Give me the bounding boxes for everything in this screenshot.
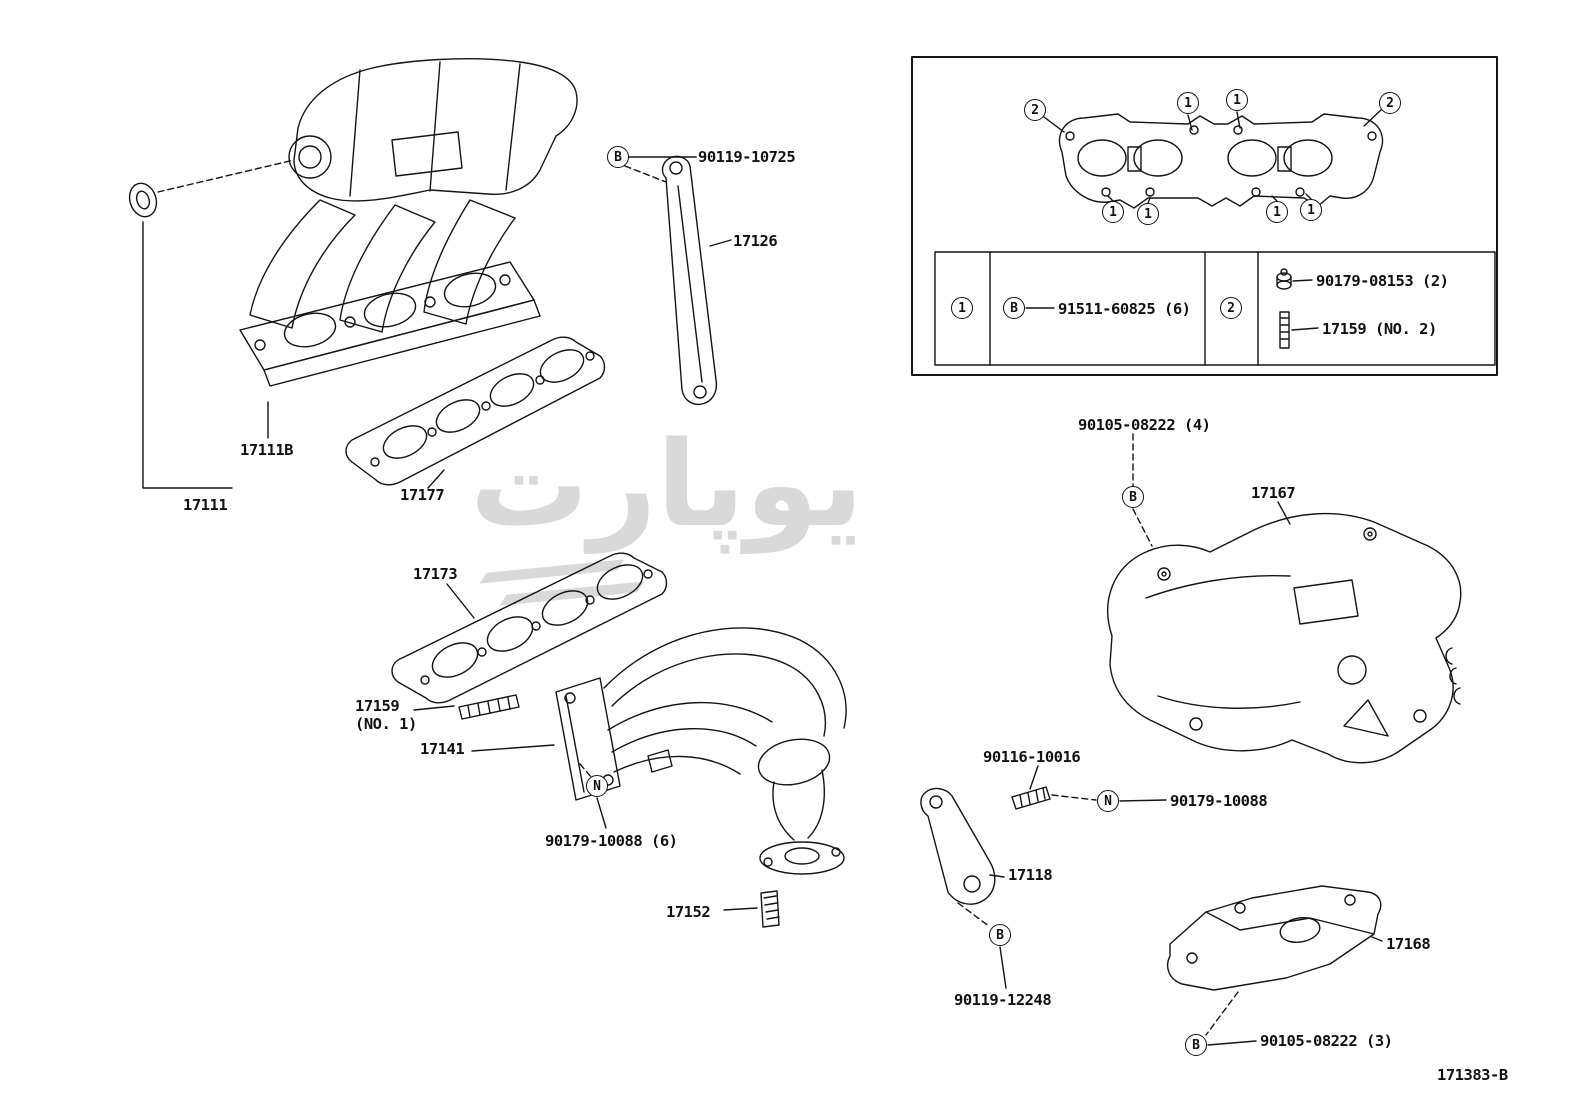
callout-1-icon: 1: [1177, 92, 1199, 114]
part-label-17168: 17168: [1386, 935, 1431, 953]
leader-lines-dashed: [157, 159, 1239, 1036]
callout-1-icon: 1: [1266, 201, 1288, 223]
callout-1-icon: 1: [1300, 199, 1322, 221]
legend-row2-number-icon: 2: [1220, 297, 1242, 319]
part-label-90119-12248: 90119-12248: [954, 991, 1052, 1009]
legend-nut-icon: [1276, 268, 1292, 290]
callout-n-icon: N: [1097, 790, 1119, 812]
bracket-17118-drawing: [920, 787, 996, 905]
stud-17159-drawing: [458, 694, 520, 720]
part-label-90105-08222-4: 90105-08222 (4): [1078, 416, 1211, 434]
part-label-90119-10725: 90119-10725: [698, 148, 796, 166]
part-label-90105-08222-3: 90105-08222 (3): [1260, 1032, 1393, 1050]
callout-2-icon: 2: [1024, 99, 1046, 121]
callout-b-icon: B: [1185, 1034, 1207, 1056]
watermark-logo: يوپارت: [470, 415, 864, 553]
callout-b-icon: B: [989, 924, 1011, 946]
part-label-90116-10016: 90116-10016: [983, 748, 1081, 766]
manifold-stay-drawing: [661, 155, 718, 406]
legend-part-90179-08153: 90179-08153 (2): [1316, 272, 1449, 290]
stud-90116-drawing: [1011, 786, 1051, 810]
part-label-90179-10088-6: 90179-10088 (6): [545, 832, 678, 850]
leader-lines: [142, 109, 1383, 1046]
exhaust-manifold-drawing: [555, 627, 847, 875]
heat-insulator-17167-drawing: [1107, 512, 1462, 764]
gasket-17173-drawing: [391, 552, 668, 704]
gasket-17177-drawing: [345, 336, 606, 486]
intake-manifold-drawing: [239, 58, 578, 387]
legend-box: [911, 56, 1498, 376]
part-label-17159-no1: 17159 (NO. 1): [355, 697, 417, 733]
legend-gasket-drawing: [1058, 113, 1384, 209]
part-label-17118: 17118: [1008, 866, 1053, 884]
part-label-90179-10088: 90179-10088: [1170, 792, 1268, 810]
part-label-17126: 17126: [733, 232, 778, 250]
part-label-17111: 17111: [183, 496, 228, 514]
part-label-17152: 17152: [666, 903, 711, 921]
callout-b-icon: B: [607, 146, 629, 168]
legend-stud-icon: [1279, 311, 1290, 349]
legend-part-91511-60825: 91511-60825 (6): [1058, 300, 1191, 318]
part-label-17111B: 17111B: [240, 441, 294, 459]
part-label-17167: 17167: [1251, 484, 1296, 502]
legend-part-17159-no2: 17159 (NO. 2): [1322, 320, 1437, 338]
drawing-number: 171383-B: [1437, 1066, 1508, 1084]
part-label-17141: 17141: [420, 740, 465, 758]
callout-n-icon: N: [586, 775, 608, 797]
part-label-17177: 17177: [400, 486, 445, 504]
stud-17152-drawing: [760, 890, 780, 928]
callout-1-icon: 1: [1137, 203, 1159, 225]
callout-1-icon: 1: [1226, 89, 1248, 111]
legend-row1-b-icon: B: [1003, 297, 1025, 319]
lower-insulator-17168-drawing: [1166, 885, 1382, 991]
part-label-17173: 17173: [413, 565, 458, 583]
legend-row1-number-icon: 1: [951, 297, 973, 319]
callout-b-icon: B: [1122, 486, 1144, 508]
callout-2-icon: 2: [1379, 92, 1401, 114]
seal-ring-drawing: [128, 182, 158, 218]
callout-1-icon: 1: [1102, 201, 1124, 223]
